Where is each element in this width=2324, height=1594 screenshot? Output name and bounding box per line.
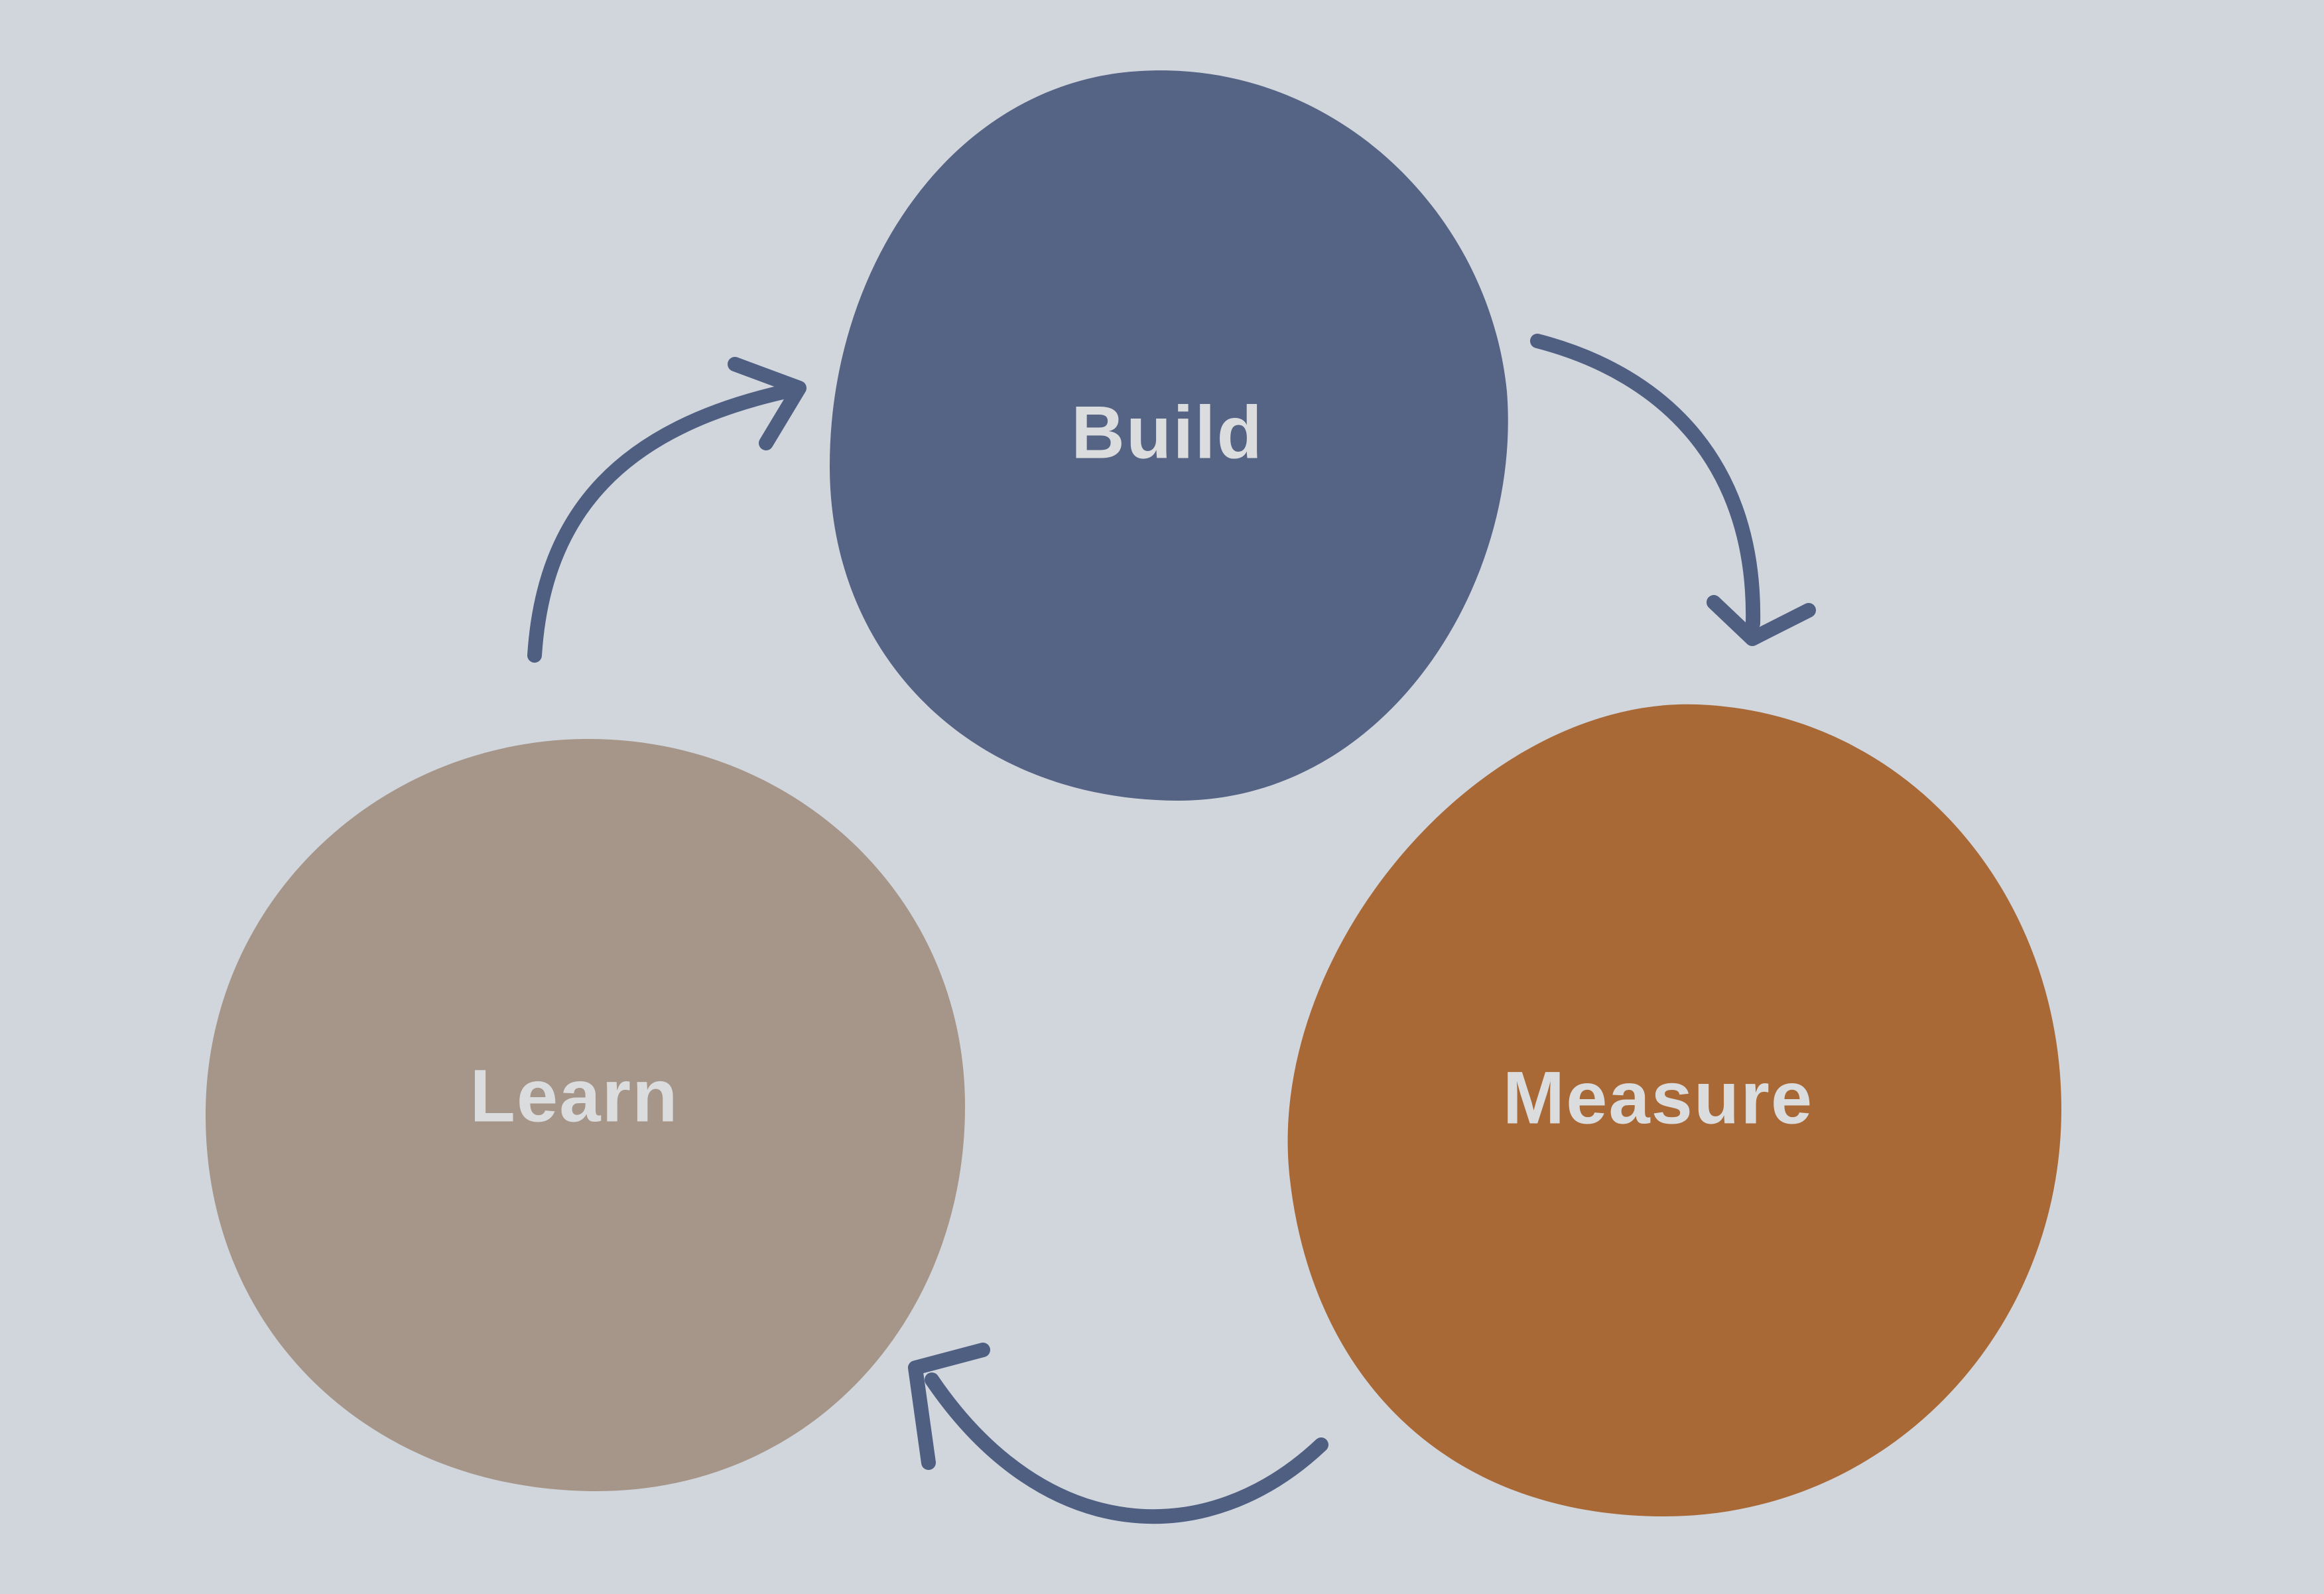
build-to-measure-arrowhead-icon [1707,595,1816,646]
node-measure: Measure [1287,704,2061,1517]
learn-to-build-arrow-shaft [527,384,793,663]
learn-blob [205,738,966,1492]
node-build: Build [829,70,1508,801]
build-to-measure-arrow-shaft [1530,334,1761,631]
node-learn: Learn [205,738,966,1492]
learn-to-build-arrow [527,357,807,663]
measure-to-learn-arrow [908,1343,1328,1524]
measure-blob [1287,704,2061,1517]
build-label: Build [1071,391,1263,474]
measure-to-learn-arrow-shaft [925,1372,1328,1524]
measure-to-learn-arrowhead-icon [908,1343,990,1470]
learn-to-build-arrowhead-icon [728,357,807,450]
measure-label: Measure [1503,1057,1813,1140]
learn-label: Learn [470,1055,679,1138]
build-blob [829,70,1508,801]
build-to-measure-arrow [1530,334,1816,646]
